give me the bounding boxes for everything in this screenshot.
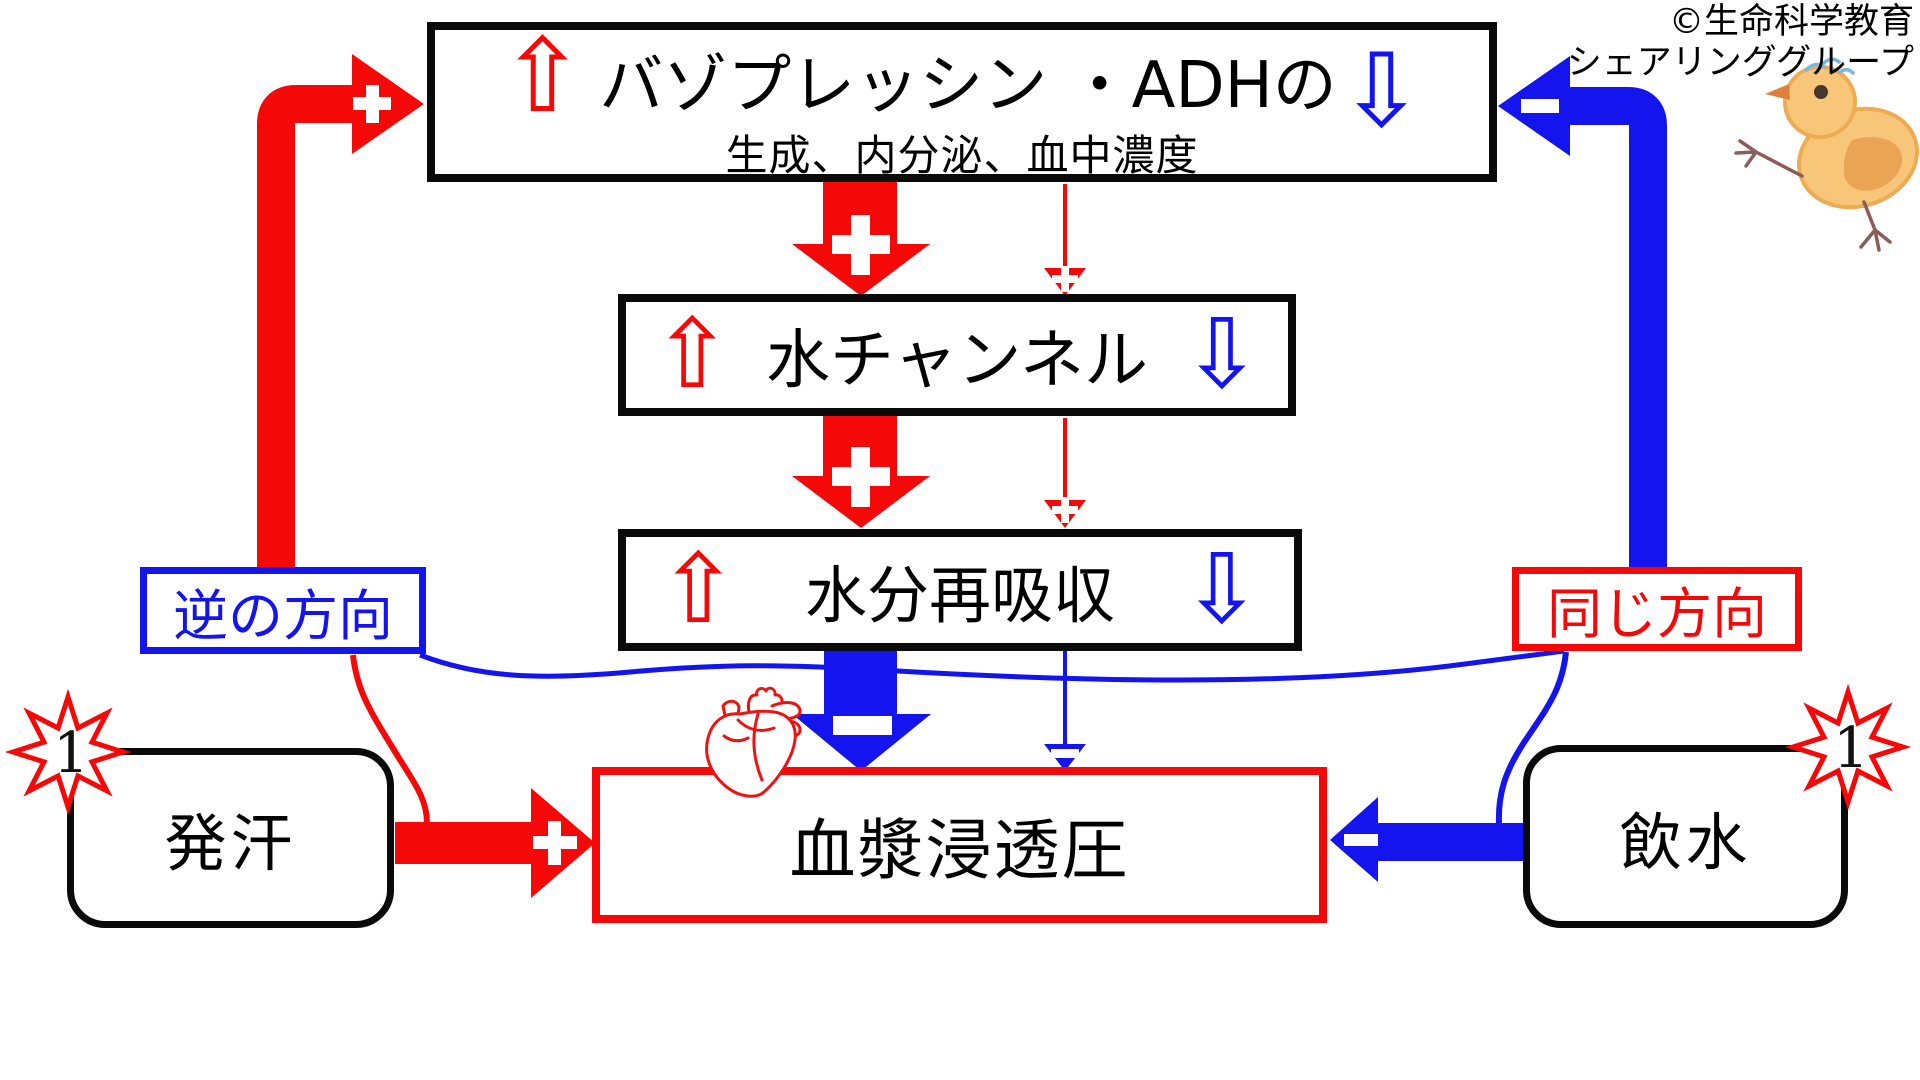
drink-note-number: 1 (1833, 716, 1869, 781)
drink-note-badge: 1 (1784, 683, 1912, 811)
water-channel-title: 水チャンネル (765, 324, 1149, 398)
water-channel-box: ⇧ 水チャンネル ⇩ (618, 294, 1296, 416)
reabsorption-title: 水分再吸収 (804, 559, 1115, 632)
reverse-to-same-wavy-curve (419, 648, 1565, 683)
chick-drawing-icon (1734, 57, 1919, 252)
adh-box: ⇧ バゾプレッシン ・ADHの ⇩ 生成、内分泌、血中濃度 (427, 22, 1497, 182)
sweat-note-number: 1 (53, 721, 89, 786)
same-to-drink-curve (1495, 651, 1569, 824)
copyright-notice: ©生命科学教育 シェアリンググループ (1567, 2, 1914, 83)
copyright-line2: シェアリンググループ (1566, 42, 1914, 83)
big-plus-arrow-2-icon (792, 412, 930, 528)
plasma-osmotic-pressure-box: 血漿浸透圧 (592, 767, 1327, 923)
decrease-arrow-icon: ⇩ (1181, 533, 1262, 646)
heart-icon (705, 686, 802, 798)
positive-feedback-arrow-icon (257, 54, 424, 572)
increase-arrow-icon: ⇧ (499, 17, 586, 137)
small-plus-arrow-2-icon (1044, 418, 1086, 528)
big-minus-arrow-icon (792, 645, 931, 771)
small-minus-arrow-icon (1044, 651, 1086, 771)
negative-feedback-arrow-icon (1498, 56, 1667, 572)
increase-arrow-icon: ⇧ (652, 298, 733, 411)
decrease-arrow-icon: ⇩ (1181, 298, 1262, 411)
small-plus-arrow-1-icon (1044, 184, 1086, 296)
copyright-line1: ©生命科学教育 (1668, 2, 1914, 42)
reverse-direction-text: 逆の方向 (172, 583, 393, 648)
same-direction-label: 同じ方向 (1512, 567, 1802, 651)
reverse-direction-label: 逆の方向 (140, 567, 426, 654)
drink-box: 飲水 (1523, 745, 1848, 928)
sweat-box: 発汗 (67, 748, 394, 928)
same-direction-text: 同じ方向 (1546, 582, 1767, 646)
drink-title: 飲水 (1619, 805, 1752, 879)
reverse-to-sweat-curve (350, 654, 430, 824)
adh-title: バゾプレッシン ・ADHの (599, 48, 1337, 123)
plasma-title: 血漿浸透圧 (789, 812, 1130, 889)
reabsorption-box: ⇧ 水分再吸収 ⇩ (618, 529, 1302, 651)
sweat-note-badge: 1 (4, 688, 132, 816)
adh-subtitle: 生成、内分泌、血中濃度 (725, 130, 1199, 180)
big-plus-arrow-1-icon (792, 180, 930, 296)
increase-arrow-icon: ⇧ (658, 533, 739, 646)
adh-title-row: ⇧ バゾプレッシン ・ADHの ⇩ (499, 17, 1425, 152)
decrease-arrow-icon: ⇩ (1338, 32, 1425, 152)
sweat-title: 発汗 (164, 807, 297, 880)
drink-minus-arrow-icon (1330, 797, 1524, 882)
sweat-plus-arrow-icon (395, 788, 595, 898)
